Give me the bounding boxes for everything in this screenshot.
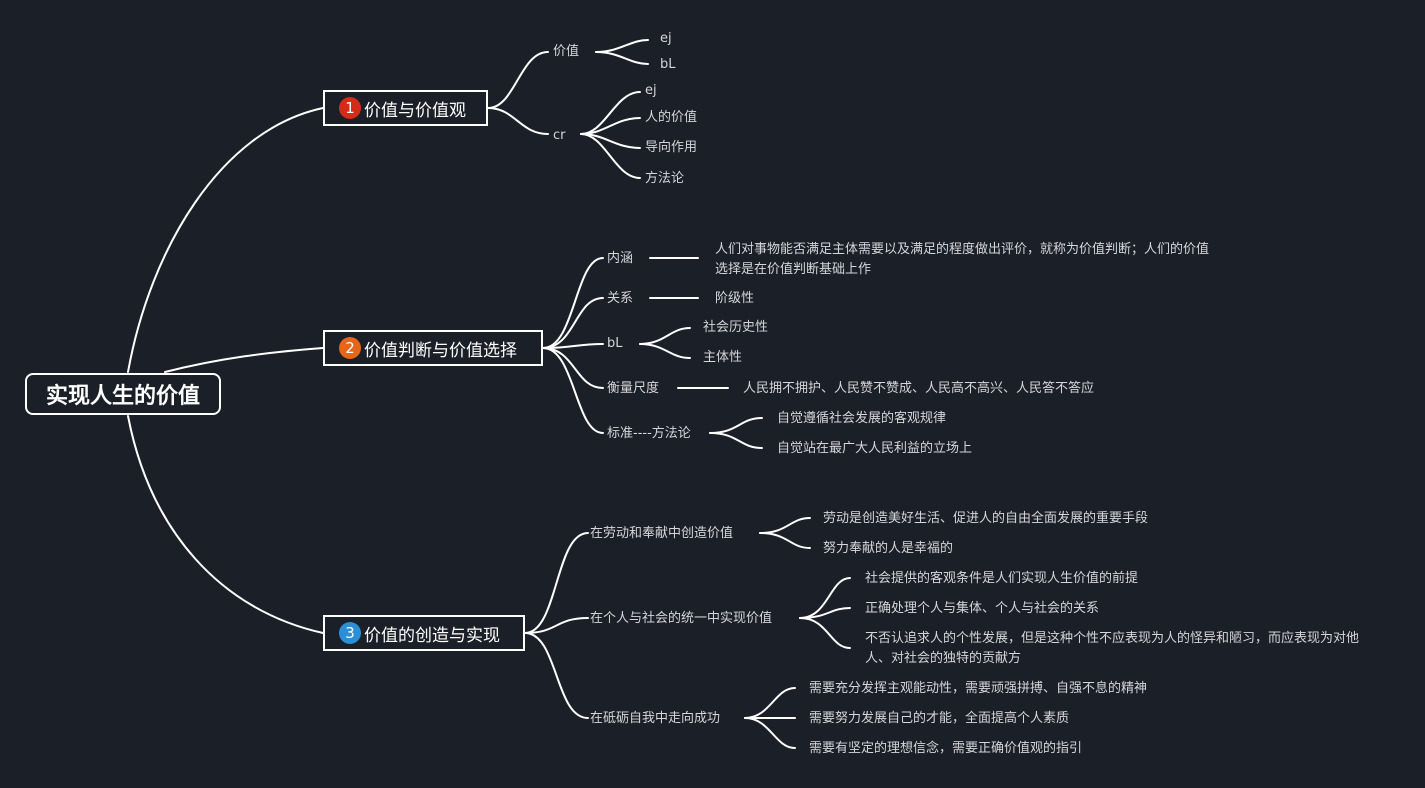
b3-c2-leaf-2[interactable]: 正确处理个人与集体、个人与社会的关系 [865, 601, 1100, 616]
root-node[interactable]: 实现人生的价值 [25, 373, 221, 415]
b3-c2-leaf-1[interactable]: 社会提供的客观条件是人们实现人生价值的前提 [865, 571, 1139, 586]
b3-child-1[interactable]: 在劳动和奉献中创造价值 [590, 526, 734, 541]
b2-c1-leaf-1[interactable]: 人们对事物能否满足主体需要以及满足的程度做出评价，就称为价值判断；人们的价值选择… [715, 242, 1210, 277]
b3-c3-leaf-3[interactable]: 需要有坚定的理想信念，需要正确价值观的指引 [809, 741, 1083, 756]
b3-child-3[interactable]: 在砥砺自我中走向成功 [590, 711, 721, 726]
b3-c3-leaf-2[interactable]: 需要努力发展自己的才能，全面提高个人素质 [809, 711, 1070, 726]
branch-2-title: 价值判断与价值选择 [364, 340, 517, 361]
b2-child-3[interactable]: bL [607, 336, 623, 351]
branch-1-node[interactable]: 1 价值与价值观 [323, 90, 488, 126]
b2-c3-leaf-1[interactable]: 社会历史性 [703, 320, 769, 335]
b2-child-2[interactable]: 关系 [607, 291, 634, 306]
b2-child-5[interactable]: 标准----方法论 [607, 426, 691, 441]
b1-c2-leaf-2[interactable]: 人的价值 [645, 110, 698, 125]
b1-c2-leaf-1[interactable]: ej [645, 83, 657, 98]
b3-c1-leaf-2[interactable]: 努力奉献的人是幸福的 [823, 541, 954, 556]
b3-child-2[interactable]: 在个人与社会的统一中实现价值 [590, 611, 773, 626]
b1-c2-leaf-4[interactable]: 方法论 [645, 171, 685, 186]
b1-child-1[interactable]: 价值 [553, 44, 580, 59]
b1-c2-leaf-3[interactable]: 导向作用 [645, 140, 698, 155]
branch-1-title: 价值与价值观 [364, 100, 466, 121]
b3-c3-leaf-1[interactable]: 需要充分发挥主观能动性，需要顽强拼搏、自强不息的精神 [809, 681, 1148, 696]
b2-c4-leaf-1[interactable]: 人民拥不拥护、人民赞不赞成、人民高不高兴、人民答不答应 [743, 381, 1095, 396]
number-badge-2: 2 [339, 337, 361, 359]
b2-child-1[interactable]: 内涵 [607, 251, 634, 266]
branch-3-node[interactable]: 3 价值的创造与实现 [323, 615, 525, 651]
b2-c3-leaf-2[interactable]: 主体性 [703, 350, 743, 365]
b2-c5-leaf-1[interactable]: 自觉遵循社会发展的客观规律 [777, 411, 947, 426]
b1-c1-leaf-2[interactable]: bL [660, 57, 676, 72]
b2-child-4[interactable]: 衡量尺度 [607, 381, 660, 396]
b3-c1-leaf-1[interactable]: 劳动是创造美好生活、促进人的自由全面发展的重要手段 [823, 511, 1149, 526]
branch-3-title: 价值的创造与实现 [364, 625, 500, 646]
b1-c1-leaf-1[interactable]: ej [660, 31, 672, 46]
b2-c2-leaf-1[interactable]: 阶级性 [715, 291, 755, 306]
number-badge-3: 3 [339, 622, 361, 644]
b3-c2-leaf-3[interactable]: 不否认追求人的个性发展，但是这种个性不应表现为人的怪异和陋习，而应表现为对他人、… [865, 631, 1360, 666]
branch-2-node[interactable]: 2 价值判断与价值选择 [323, 330, 543, 366]
number-badge-1: 1 [339, 97, 361, 119]
b2-c5-leaf-2[interactable]: 自觉站在最广大人民利益的立场上 [777, 441, 973, 456]
b1-child-2[interactable]: cr [553, 128, 566, 143]
